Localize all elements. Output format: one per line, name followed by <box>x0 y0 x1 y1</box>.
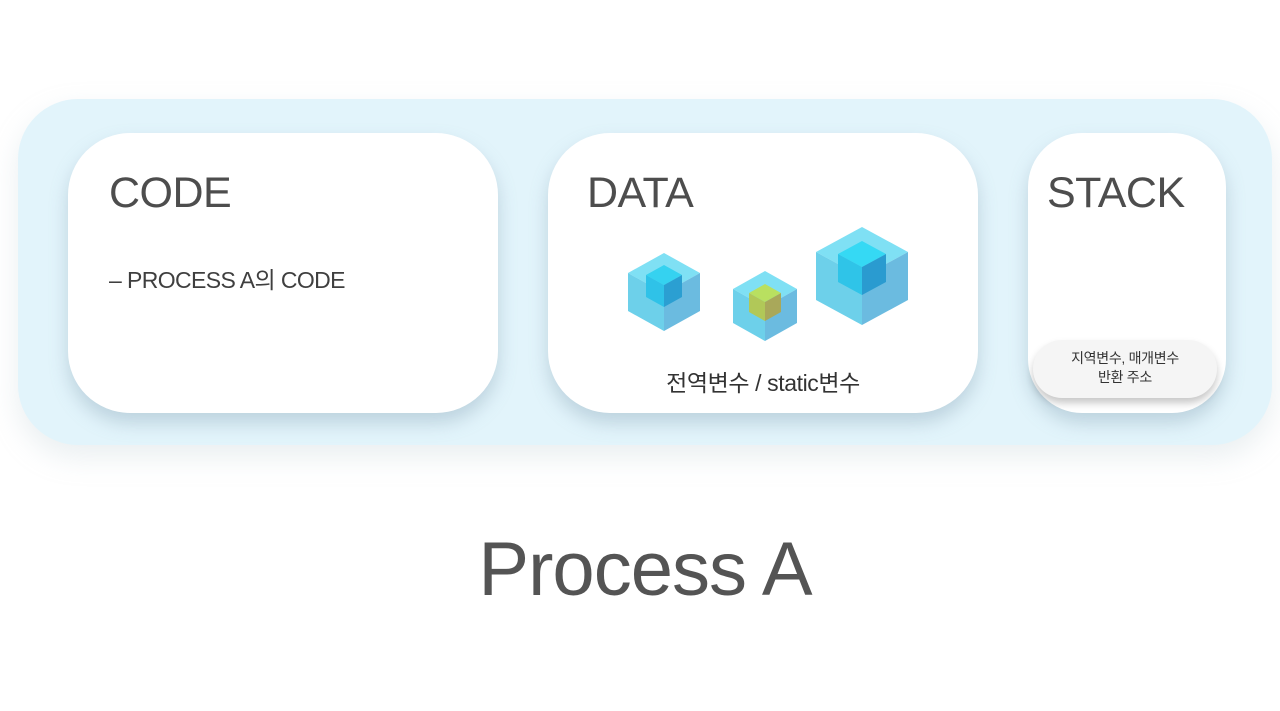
stack-frame-line1: 지역변수, 매개변수 <box>1071 350 1179 366</box>
process-label: Process A <box>478 527 812 612</box>
data-segment: DATA 전역변수 / static변수 <box>548 133 978 413</box>
cube-icon <box>816 227 908 325</box>
stack-frame-pill: 지역변수, 매개변수 반환 주소 <box>1033 340 1217 398</box>
data-segment-caption: 전역변수 / static변수 <box>666 370 860 396</box>
data-segment-title: DATA <box>587 169 694 217</box>
stack-frame-line2: 반환 주소 <box>1098 369 1152 385</box>
cube-icon <box>628 253 700 331</box>
cube-icon <box>733 271 797 341</box>
code-segment-title: CODE <box>109 169 232 217</box>
stack-segment-title: STACK <box>1047 169 1185 217</box>
code-segment-description: – PROCESS A의 CODE <box>109 267 346 293</box>
stack-segment: STACK 지역변수, 매개변수 반환 주소 <box>1028 133 1226 413</box>
code-segment: CODE – PROCESS A의 CODE <box>68 133 498 413</box>
